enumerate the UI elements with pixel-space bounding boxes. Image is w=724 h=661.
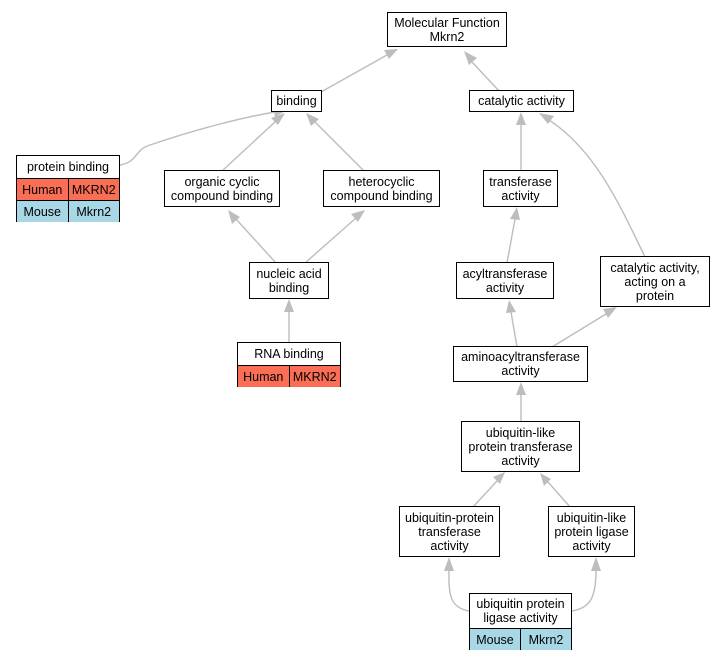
edge-protein-binding-to-binding <box>119 111 276 166</box>
node-label: binding <box>268 280 310 295</box>
node-title: ubiquitin protein ligase activity <box>470 594 571 629</box>
node-label: Mkrn2 <box>429 29 465 44</box>
edge-acyl-to-transferase <box>506 218 516 264</box>
node-ubiquitin-protein-ligase-activity[interactable]: ubiquitin protein ligase activity Mouse … <box>469 593 572 650</box>
arrowhead <box>444 557 454 571</box>
node-label: acting on a <box>624 274 686 289</box>
node-ubiquitin-protein-transferase-activity[interactable]: ubiquitin-protein transferase activity <box>399 506 500 557</box>
node-title: RNA binding <box>238 343 340 366</box>
node-label: activity <box>501 188 540 203</box>
node-ubiquitin-like-protein-ligase-activity[interactable]: ubiquitin-like protein ligase activity <box>548 506 635 557</box>
gene-cell: Mkrn2 <box>67 201 120 222</box>
node-label: ligase activity <box>483 611 558 625</box>
arrowhead <box>384 49 398 59</box>
node-aminoacyltransferase-activity[interactable]: aminoacyltransferase activity <box>453 346 588 382</box>
edge-ublligase-to-ubltrans <box>547 481 571 508</box>
node-protein-binding[interactable]: protein binding Human MKRN2 Mouse Mkrn2 <box>16 155 120 222</box>
arrowhead <box>510 207 520 220</box>
edge-hetero-to-binding <box>313 120 365 172</box>
node-label: catalytic activity, <box>610 260 700 275</box>
edge-aminoacyl-to-acyl <box>510 311 518 348</box>
edge-ubtrans-to-ubltrans <box>472 480 498 508</box>
node-label: activity <box>485 280 525 295</box>
gene-row-mouse: Mouse Mkrn2 <box>470 629 571 650</box>
gene-cell: MKRN2 <box>288 366 341 387</box>
node-heterocyclic-compound-binding[interactable]: heterocyclic compound binding <box>323 170 440 207</box>
node-label: transferase <box>418 524 481 539</box>
arrowhead <box>540 473 551 486</box>
arrowhead <box>271 113 285 125</box>
node-catalytic-activity[interactable]: catalytic activity <box>469 90 574 112</box>
node-label: activity <box>572 538 611 553</box>
node-label: compound binding <box>330 188 433 203</box>
node-label: activity <box>501 453 540 468</box>
node-label: activity <box>501 364 540 378</box>
arrowhead <box>493 472 505 484</box>
node-label: heterocyclic <box>348 174 415 189</box>
edge-organic-to-binding <box>221 120 277 172</box>
node-label: catalytic activity <box>478 94 565 108</box>
arrowhead <box>516 382 526 395</box>
edge-ubligase-to-ubtrans <box>448 569 470 612</box>
node-label: binding <box>276 94 317 108</box>
node-label: nucleic acid <box>256 266 322 281</box>
node-label: protein <box>635 288 675 303</box>
species-cell: Human <box>243 369 284 384</box>
species-cell: Mouse <box>23 204 62 219</box>
gene-cell: MKRN2 <box>67 179 120 200</box>
node-catalytic-activity-acting-on-protein[interactable]: catalytic activity, acting on a protein <box>600 256 710 307</box>
species-cell: Mouse <box>476 632 514 647</box>
arrowhead <box>228 210 240 224</box>
arrowhead <box>516 112 526 125</box>
edge-aminoacyl-to-acting <box>551 313 607 348</box>
arrowhead <box>306 113 319 126</box>
node-label: acyltransferase <box>462 266 548 281</box>
node-label: organic cyclic <box>184 174 260 189</box>
edge-binding-to-mf <box>320 54 388 93</box>
arrowhead <box>539 113 554 124</box>
species-cell: Human <box>22 182 63 197</box>
node-molecular-function[interactable]: Molecular Function Mkrn2 <box>387 12 507 47</box>
node-label: Molecular Function <box>394 15 500 30</box>
gene-row-mouse: Mouse Mkrn2 <box>17 200 119 222</box>
edge-nucleic-to-hetero <box>304 217 357 264</box>
node-label: ubiquitin-like <box>556 510 627 525</box>
gene-cell: Mkrn2 <box>520 629 571 650</box>
node-organic-cyclic-compound-binding[interactable]: organic cyclic compound binding <box>164 170 280 207</box>
node-nucleic-acid-binding[interactable]: nucleic acid binding <box>249 262 329 299</box>
edge-catalytic-to-mf <box>471 61 501 93</box>
node-label: ubiquitin protein <box>476 597 565 611</box>
node-label: protein ligase <box>554 524 629 539</box>
node-binding[interactable]: binding <box>271 90 322 112</box>
node-label: ubiquitin-like <box>485 425 556 440</box>
arrowhead <box>464 51 477 65</box>
arrowhead <box>603 307 617 318</box>
gene-row-human: Human MKRN2 <box>17 179 119 200</box>
node-label: compound binding <box>170 188 274 203</box>
node-label: protein transferase <box>468 439 573 454</box>
arrowhead <box>351 210 365 222</box>
arrowhead <box>506 300 516 313</box>
edge-nucleic-to-organic <box>235 218 277 264</box>
node-transferase-activity[interactable]: transferase activity <box>483 170 558 207</box>
arrowhead <box>591 557 601 571</box>
node-label: activity <box>430 538 469 553</box>
gene-row-human: Human MKRN2 <box>238 366 340 387</box>
edge-ubligase-to-ublligase <box>571 569 597 612</box>
arrowhead <box>284 299 294 312</box>
node-label: transferase <box>489 174 552 189</box>
node-acyltransferase-activity[interactable]: acyltransferase activity <box>456 262 554 299</box>
node-label: ubiquitin-protein <box>405 510 494 525</box>
node-title: protein binding <box>17 156 119 179</box>
node-label: aminoacyltransferase <box>461 350 580 364</box>
node-ubiquitin-like-protein-transferase-activity[interactable]: ubiquitin-like protein transferase activ… <box>461 421 580 472</box>
edge-acting-to-catalytic <box>548 119 646 258</box>
node-rna-binding[interactable]: RNA binding Human MKRN2 <box>237 342 341 387</box>
